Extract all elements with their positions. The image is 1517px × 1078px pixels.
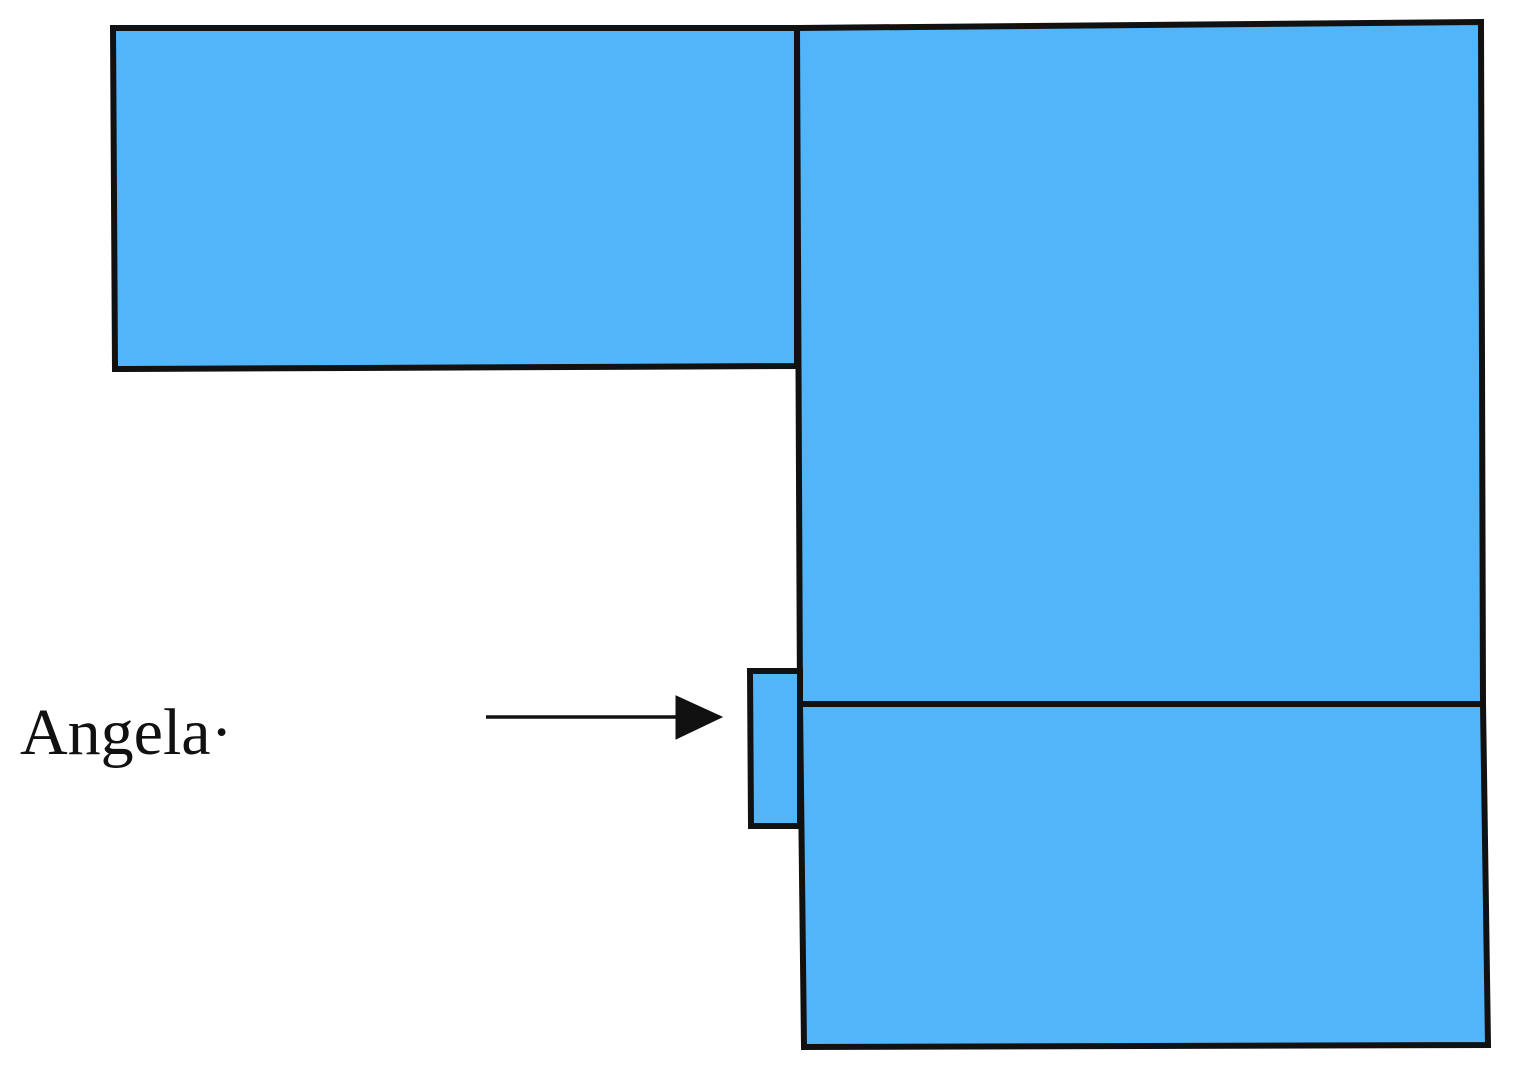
angela-label: Angela· [20,696,233,769]
upper-left-block [109,25,800,373]
upper-right-block [793,18,1487,707]
small-side-block [746,668,803,829]
arrow-right-icon [486,695,724,740]
arrow-head [675,695,724,740]
lower-right-block [796,701,1492,1051]
